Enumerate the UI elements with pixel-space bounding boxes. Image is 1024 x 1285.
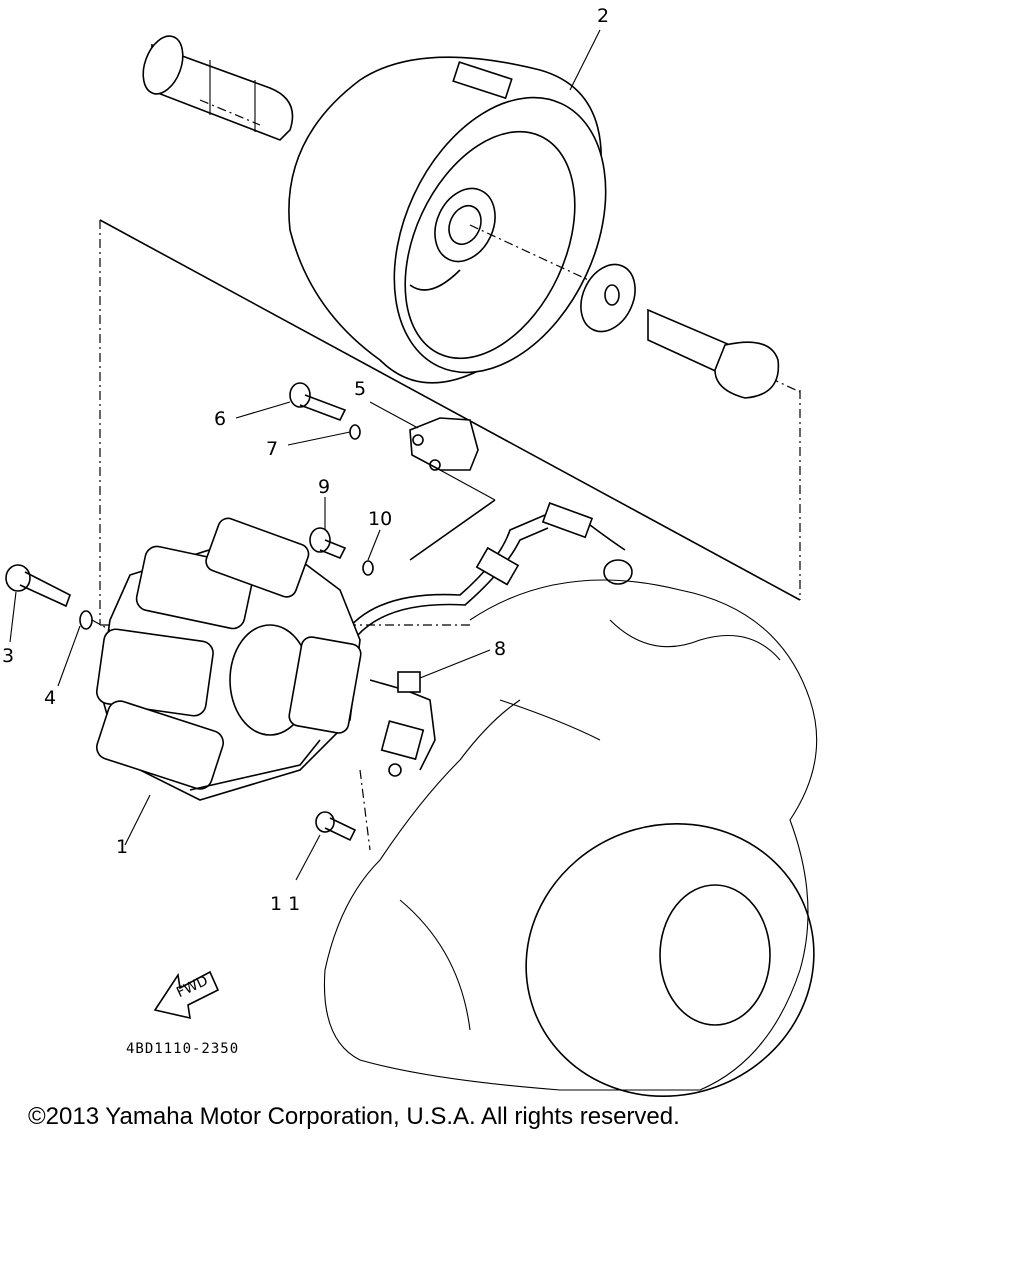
- callout-10: 10: [368, 508, 393, 530]
- neutral-switch-lead: [369, 671, 436, 777]
- drawing-code: 4BD1110-2350: [126, 1041, 240, 1057]
- stator-assembly: [95, 517, 362, 801]
- callout-6: 6: [214, 408, 227, 430]
- callout-11: 1 1: [270, 893, 301, 915]
- screw-11: [315, 769, 371, 851]
- screw-9-10: [309, 527, 374, 576]
- screw-3-4: [5, 564, 111, 631]
- leader-lines: [9, 29, 601, 881]
- washer-and-bolt: [469, 224, 780, 399]
- callout-9: 9: [318, 476, 331, 498]
- pickup-coil: [409, 417, 496, 561]
- callout-7: 7: [266, 438, 279, 460]
- callout-8: 8: [494, 638, 507, 660]
- callout-5: 5: [354, 378, 367, 400]
- copyright-notice: ©2013 Yamaha Motor Corporation, U.S.A. A…: [28, 1103, 680, 1130]
- callout-4: 4: [44, 687, 57, 709]
- rotor-flywheel: [288, 56, 607, 384]
- engine-crankcase: [323, 579, 818, 1098]
- callout-3: 3: [2, 645, 15, 667]
- callout-1: 1: [116, 836, 129, 858]
- screw-6-7: [289, 382, 361, 440]
- sleeve-pin: [142, 35, 294, 141]
- fwd-arrow-icon: [153, 970, 220, 1020]
- callout-2: 2: [597, 5, 610, 27]
- wiring-harness: [339, 502, 633, 646]
